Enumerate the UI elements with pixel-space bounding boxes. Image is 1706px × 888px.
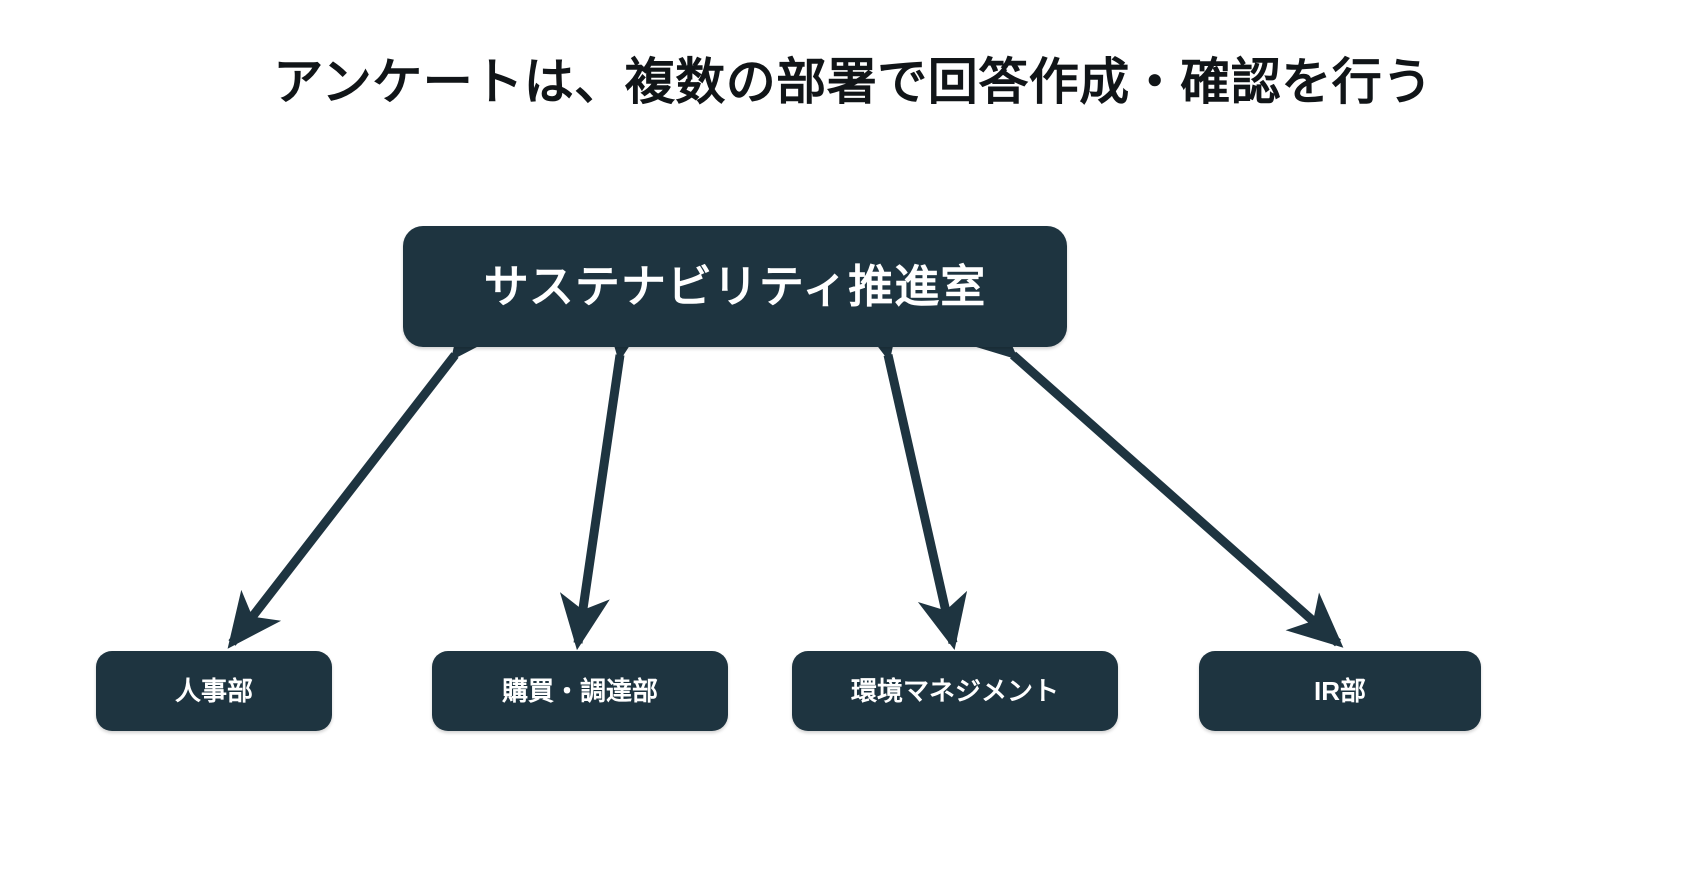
node-sustainability-office-label: サステナビリティ推進室 — [483, 260, 987, 312]
node-ir[interactable]: IR部 — [1199, 651, 1481, 731]
node-procurement-label: 購買・調達部 — [501, 675, 658, 706]
connector-center-env — [852, 302, 968, 651]
page-title: アンケートは、複数の部署で回答作成・確認を行う — [273, 54, 1433, 110]
connector-center-procure — [559, 304, 652, 651]
node-ir-label: IR部 — [1313, 675, 1366, 706]
node-hr-label: 人事部 — [174, 675, 253, 706]
connector-center-ir — [960, 304, 1344, 648]
connector-center-hr — [227, 301, 505, 649]
node-environment-management-label: 環境マネジメント — [850, 675, 1059, 706]
node-sustainability-office[interactable]: サステナビリティ推進室 — [403, 226, 1067, 347]
node-procurement[interactable]: 購買・調達部 — [432, 651, 728, 731]
node-hr[interactable]: 人事部 — [96, 651, 332, 731]
node-environment-management[interactable]: 環境マネジメント — [792, 651, 1118, 731]
